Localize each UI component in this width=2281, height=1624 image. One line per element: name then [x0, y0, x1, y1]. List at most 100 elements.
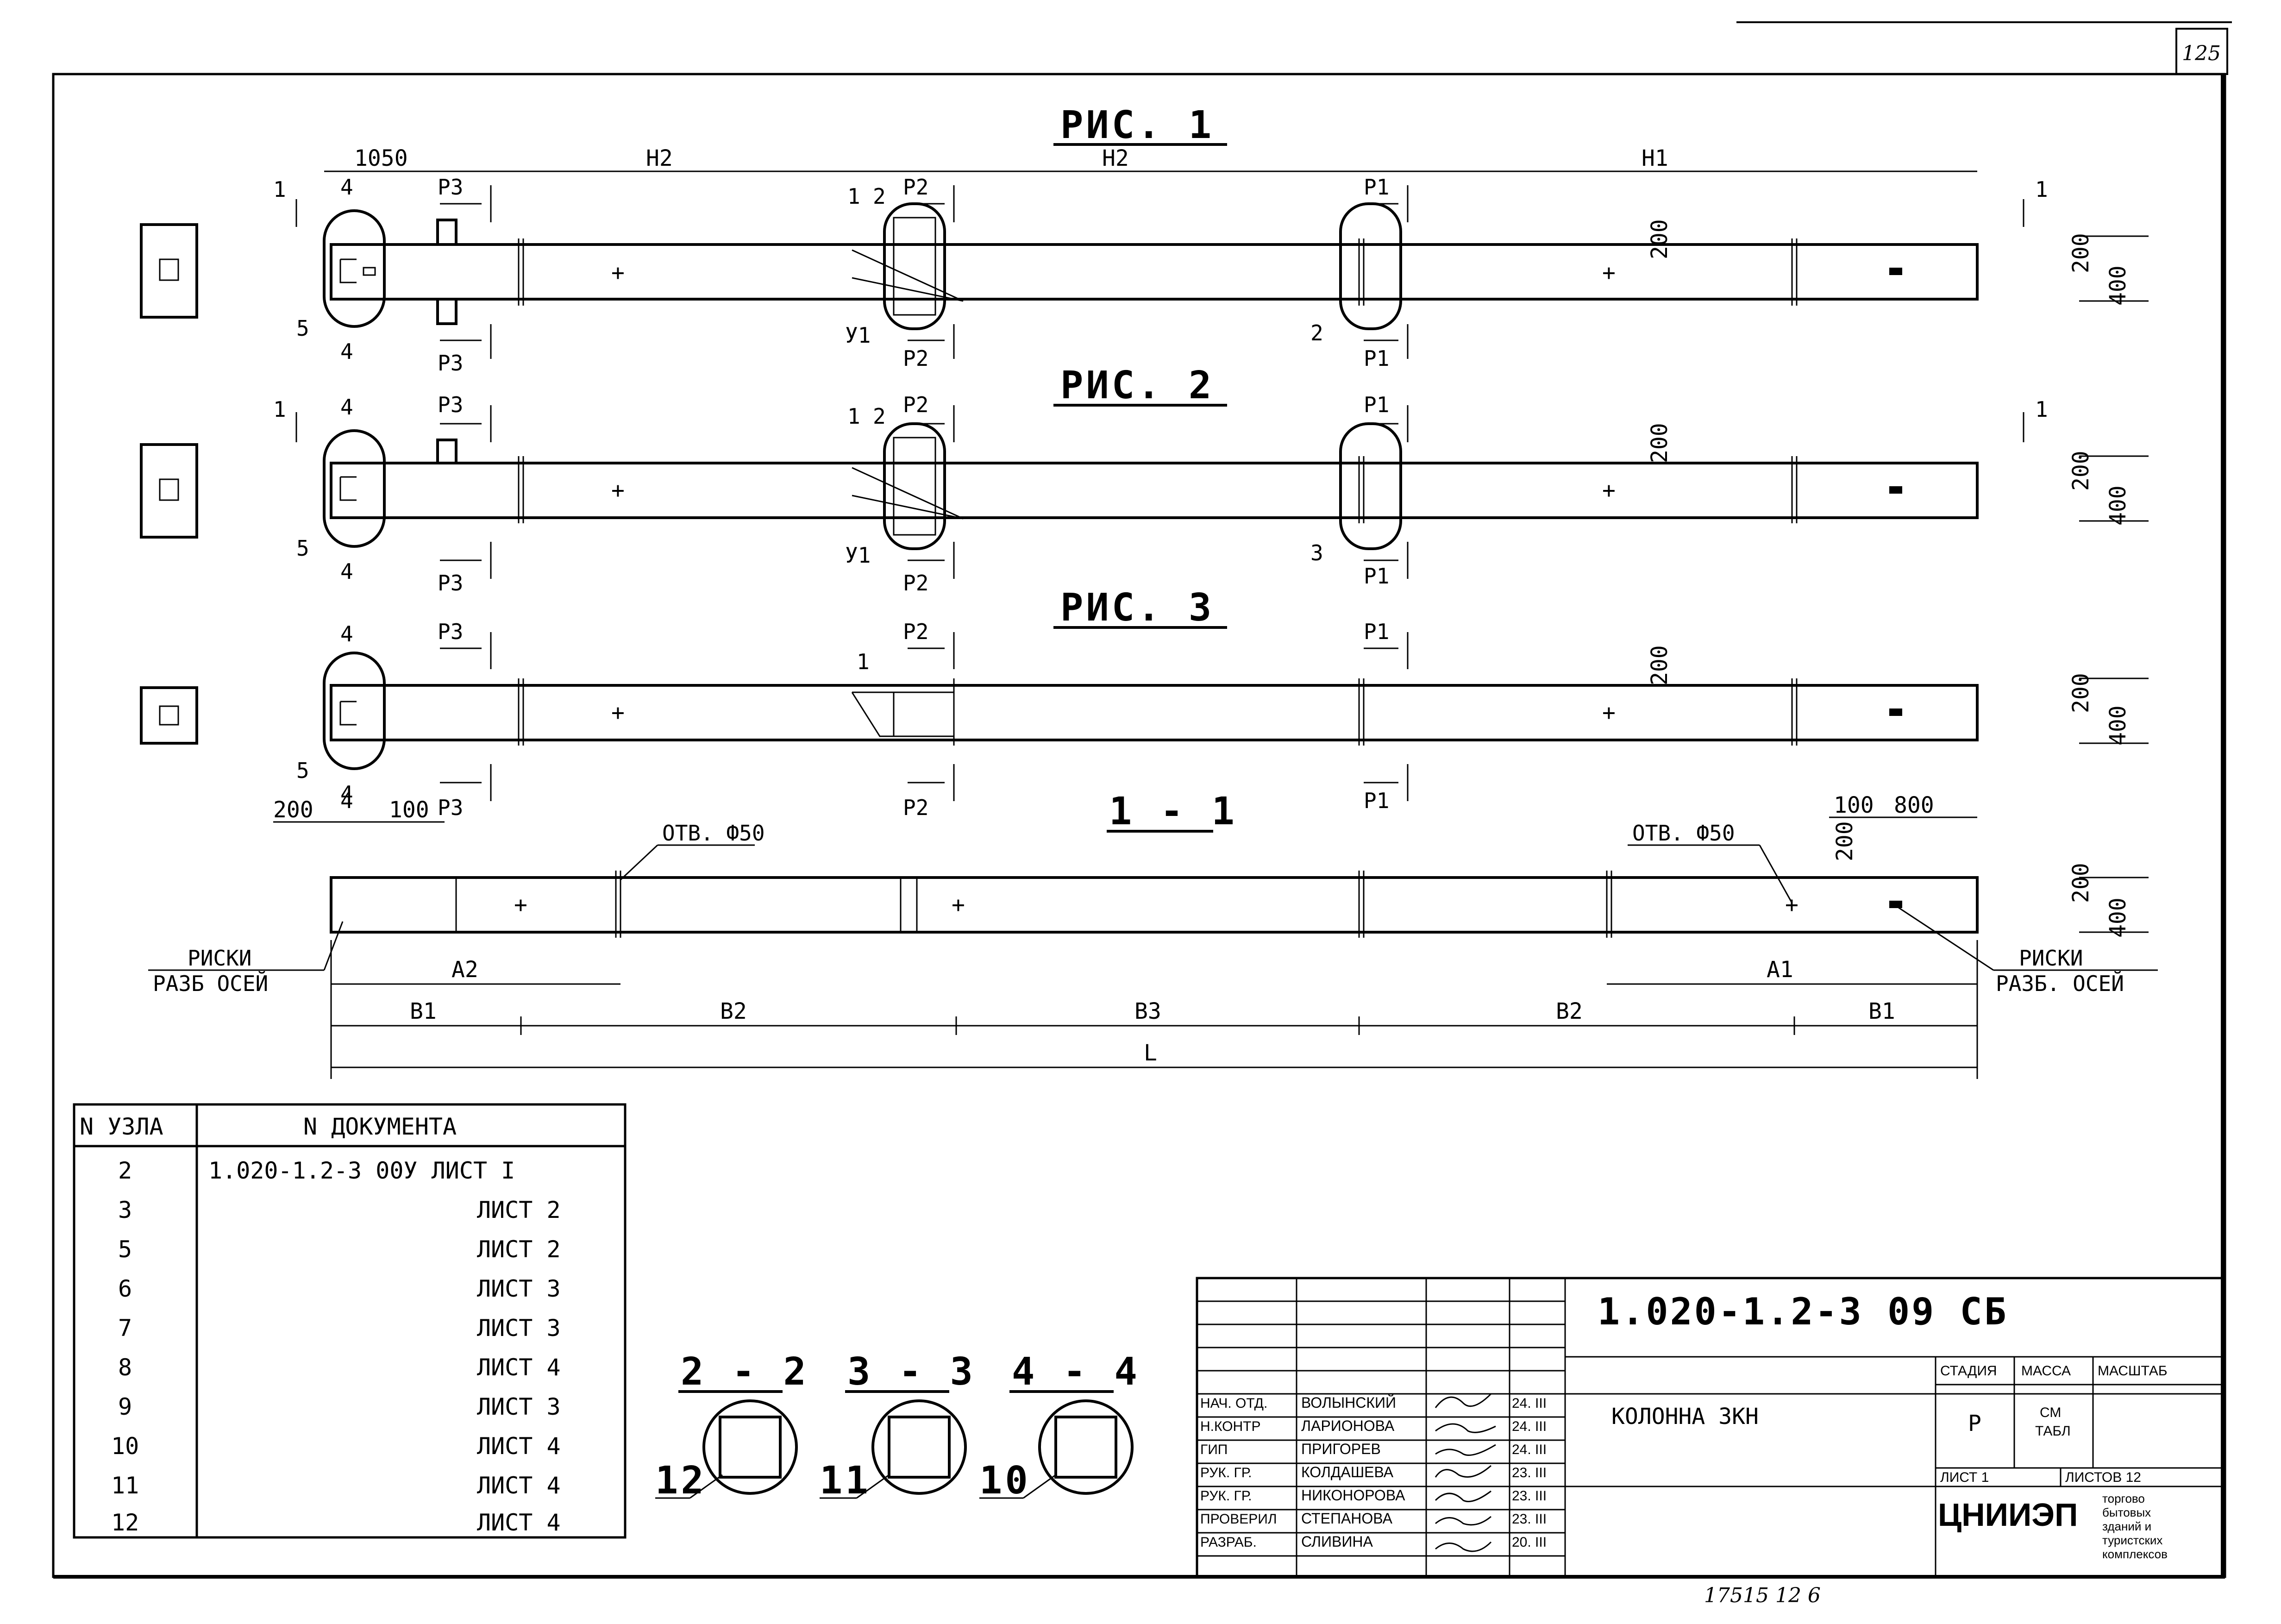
- axis-mark: +: [611, 700, 625, 726]
- svg-text:НИКОНОРОВА: НИКОНОРОВА: [1301, 1487, 1405, 1504]
- svg-text:24. III: 24. III: [1512, 1419, 1547, 1434]
- node-label: 5: [296, 536, 309, 561]
- cut-label: Р3: [438, 795, 463, 820]
- section-mark-right: 1: [2035, 177, 2048, 202]
- svg-text:3 - 3: 3 - 3: [847, 1350, 976, 1394]
- dim-right: 100: [1834, 792, 1874, 818]
- signature-scribbles: [1435, 1393, 1496, 1552]
- cut-label: Р2: [903, 619, 928, 644]
- node-label: 2: [873, 404, 886, 429]
- svg-text:24. III: 24. III: [1512, 1396, 1547, 1411]
- svg-text:ЛИСТ 2: ЛИСТ 2: [477, 1197, 561, 1223]
- svg-text:8: 8: [118, 1354, 132, 1381]
- axis-mark: +: [514, 892, 527, 918]
- dim-vertical: 200: [1647, 645, 1673, 685]
- dim-vertical: 400: [2105, 705, 2131, 746]
- svg-text:ПРОВЕРИЛ: ПРОВЕРИЛ: [1200, 1511, 1277, 1527]
- axis-mark: +: [1602, 260, 1616, 286]
- svg-text:9: 9: [118, 1393, 132, 1420]
- dim-vertical: 200: [1647, 423, 1673, 463]
- cut-label: Р2: [903, 392, 928, 417]
- dim-b: В1: [410, 998, 437, 1024]
- table-row: 10 ЛИСТ 4: [111, 1433, 561, 1460]
- table-row: 3 ЛИСТ 2: [118, 1197, 561, 1223]
- drawing-code: 1.020-1.2-3 09 СБ: [1598, 1290, 2008, 1333]
- node-label: 4: [340, 621, 353, 646]
- table-row: 8 ЛИСТ 4: [118, 1354, 561, 1381]
- cut-label: Р1: [1364, 564, 1389, 589]
- marks-label-right: РИСКИ: [2019, 946, 2083, 971]
- svg-text:СТЕПАНОВА: СТЕПАНОВА: [1301, 1510, 1393, 1527]
- hole-label-left: ОТВ. Ф50: [662, 821, 765, 846]
- section-1-1: 1 - 1 + + + 200 4 100 100 800 ОТВ. Ф50 О…: [148, 788, 2158, 1079]
- svg-text:НАЧ. ОТД.: НАЧ. ОТД.: [1200, 1396, 1267, 1411]
- node-label: 4: [340, 175, 353, 200]
- scale-header: МАСШТАБ: [2098, 1363, 2168, 1379]
- axis-mark: +: [611, 477, 625, 503]
- svg-text:торгово: торгово: [2102, 1492, 2145, 1505]
- svg-text:1.020-1.2-3 00У ЛИСТ I: 1.020-1.2-3 00У ЛИСТ I: [208, 1157, 515, 1184]
- axis-mark: +: [611, 260, 625, 286]
- node-label: 3: [1310, 540, 1323, 565]
- svg-text:10: 10: [111, 1433, 139, 1460]
- svg-text:ЛИСТ 2: ЛИСТ 2: [477, 1236, 561, 1263]
- svg-text:23. III: 23. III: [1512, 1511, 1547, 1527]
- signature-row: РАЗРАБ. СЛИВИНА 20. III: [1200, 1533, 1547, 1550]
- dim-vertical: 400: [2105, 265, 2131, 306]
- svg-text:23. III: 23. III: [1512, 1465, 1547, 1480]
- dim-h2-a: Н2: [646, 145, 673, 171]
- node-label: 4: [340, 395, 353, 420]
- svg-text:11: 11: [111, 1472, 139, 1499]
- svg-text:10: 10: [979, 1459, 1031, 1503]
- stage-value: Р: [1968, 1411, 1981, 1436]
- dim-right: 800: [1894, 792, 1934, 818]
- table-row: 6 ЛИСТ 3: [118, 1275, 561, 1302]
- svg-text:11: 11: [820, 1459, 871, 1503]
- svg-text:ЛИСТ 3: ЛИСТ 3: [477, 1315, 561, 1342]
- figure-2-title: РИС. 2: [1060, 364, 1214, 408]
- dim-vertical: 200: [1647, 219, 1673, 259]
- node-label: 1: [847, 184, 860, 209]
- sheet-number: 125: [2182, 42, 2221, 65]
- svg-text:24. III: 24. III: [1512, 1442, 1547, 1457]
- dim-vertical: 400: [2105, 485, 2131, 526]
- dim-h2-b: Н2: [1102, 145, 1129, 171]
- dim-vertical: 200: [2068, 233, 2094, 273]
- cross-section-3-3: 3 - 3 11: [820, 1350, 976, 1503]
- svg-text:12: 12: [655, 1459, 707, 1503]
- node-label: 2: [1310, 320, 1323, 345]
- mass-value: ТАБЛ: [2035, 1423, 2071, 1439]
- marks-label-right: РАЗБ. ОСЕЙ: [1996, 971, 2124, 996]
- section-mark-left: 1: [273, 177, 286, 202]
- cut-label: Р2: [903, 571, 928, 596]
- table-row: 7 ЛИСТ 3: [118, 1315, 561, 1342]
- svg-text:ГИП: ГИП: [1200, 1442, 1228, 1457]
- table-header-node: N УЗЛА: [80, 1113, 163, 1140]
- cross-section-4-4: 4 - 4 10: [979, 1350, 1137, 1503]
- table-row: 12 ЛИСТ 4: [111, 1509, 561, 1536]
- svg-text:РУК. ГР.: РУК. ГР.: [1200, 1465, 1252, 1480]
- marks-label-left: РАЗБ ОСЕЙ: [153, 971, 268, 996]
- cross-section-2-2: 2 - 2 12: [655, 1350, 806, 1503]
- figure-2: РИС. 2 + + 4 5 4 1 2 У1 3: [140, 364, 2149, 596]
- svg-text:КОЛДАШЕВА: КОЛДАШЕВА: [1301, 1464, 1394, 1480]
- svg-text:туристских: туристских: [2102, 1533, 2162, 1547]
- title-block: 1.020-1.2-3 09 СБ КОЛОННА 3КН НАЧ. ОТД. …: [1196, 1277, 2224, 1578]
- node-label: 2: [873, 184, 886, 209]
- sheets-label: ЛИСТОВ 12: [2065, 1470, 2141, 1485]
- svg-text:2: 2: [118, 1157, 132, 1184]
- figure-3: РИС. 3 + + 4 5 4 1 Р3 Р3 Р2 Р2 Р1: [140, 586, 2149, 820]
- dim-total: L: [1144, 1040, 1157, 1066]
- svg-text:6: 6: [118, 1275, 132, 1302]
- node-label: У1: [845, 323, 871, 348]
- svg-text:зданий и: зданий и: [2102, 1519, 2151, 1533]
- svg-text:23. III: 23. III: [1512, 1488, 1547, 1504]
- organization: ЦНИИЭП: [1938, 1497, 2078, 1533]
- svg-text:5: 5: [118, 1236, 132, 1263]
- node-label: 1: [847, 404, 860, 429]
- node-label: 1: [857, 649, 870, 674]
- svg-text:ПРИГОРЕВ: ПРИГОРЕВ: [1301, 1441, 1381, 1457]
- dim-b: В2: [720, 998, 747, 1024]
- dim-vertical: 200: [2068, 451, 2094, 491]
- node-label: 5: [296, 758, 309, 783]
